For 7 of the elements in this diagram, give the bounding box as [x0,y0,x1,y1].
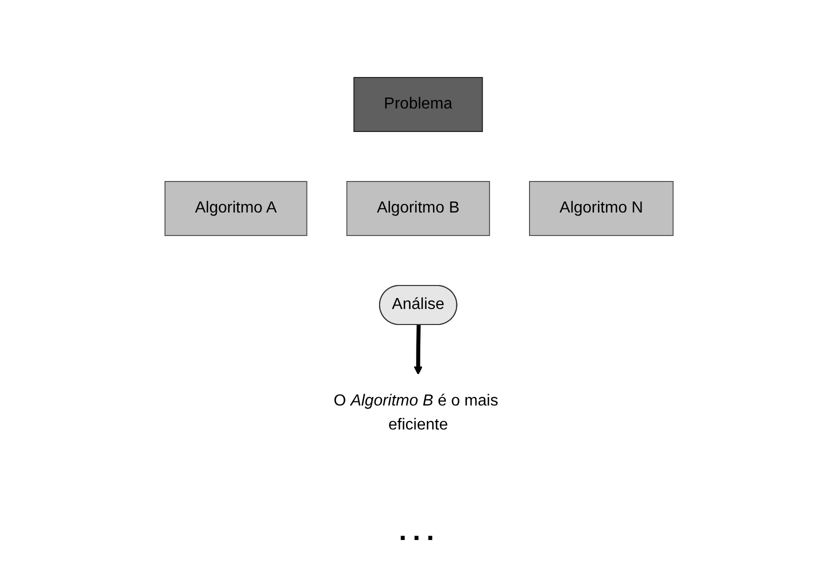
node-box: Problema [354,76,484,132]
node-text: O Algoritmo B é o mais eficiente [334,392,499,433]
ellipsis-mark: ... [398,514,440,546]
arrow [414,324,424,374]
node-box: Algoritmo B [346,180,490,236]
node-box: Algoritmo A [164,180,308,236]
node-box: Algoritmo N [529,180,674,236]
